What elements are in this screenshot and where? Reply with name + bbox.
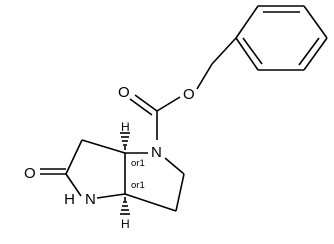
nitrogen-bottom-label: N (85, 191, 96, 208)
nitrogen-top-label: N (151, 144, 162, 161)
double-bond (129, 98, 153, 116)
aromatic-double-bond (242, 37, 263, 65)
bond (211, 37, 237, 65)
stereo-label-bottom: or1 (131, 180, 145, 191)
stereo-label-top: or1 (131, 158, 145, 169)
bond (96, 193, 126, 199)
hashed-wedge-bottom (120, 197, 130, 215)
bond (134, 94, 158, 112)
bond (235, 37, 259, 71)
bond (164, 157, 185, 175)
stereo-hydrogen-bottom: H (121, 217, 130, 231)
bond (196, 63, 213, 90)
bond (235, 5, 259, 39)
nh-hydrogen-label: H (64, 191, 75, 208)
bond (303, 5, 328, 39)
bond (303, 37, 328, 71)
bond (156, 96, 181, 112)
aromatic-double-bond (298, 37, 320, 66)
ester-oxygen-label: O (183, 86, 195, 103)
bond (175, 173, 185, 212)
bond (65, 173, 82, 197)
lactam-oxygen-label: O (24, 165, 36, 182)
hashed-wedge-top (120, 132, 130, 150)
bond (65, 139, 83, 175)
stereo-hydrogen-top: H (121, 120, 130, 134)
benzene-ring (235, 5, 328, 71)
bond (81, 139, 126, 154)
bond (124, 193, 177, 212)
carbonyl-oxygen-label: O (118, 84, 130, 101)
